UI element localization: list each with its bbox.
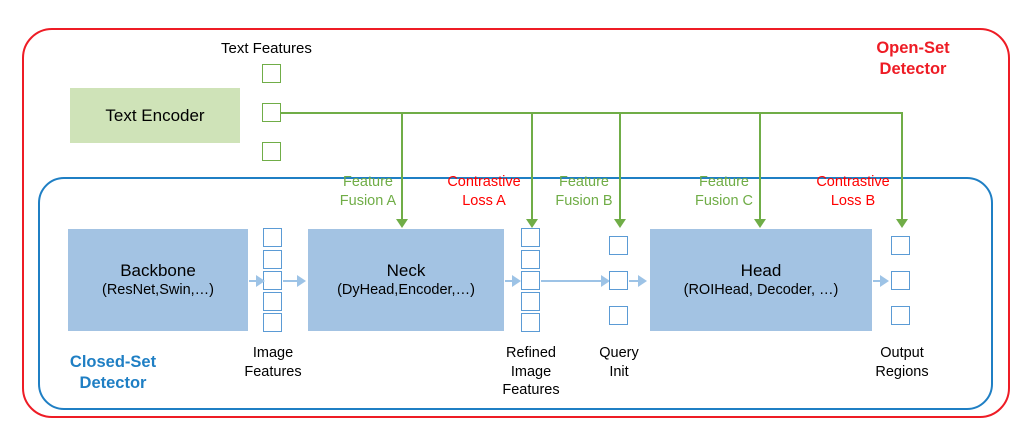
image-features-caption: Image Features xyxy=(233,344,313,381)
text-feature-square xyxy=(262,103,281,122)
neck-subtitle: (DyHead,Encoder,…) xyxy=(337,282,475,298)
image-feature-square xyxy=(263,250,282,269)
image-feature-square xyxy=(263,228,282,247)
text-features-caption: Text Features xyxy=(221,40,312,57)
query-init-square xyxy=(609,271,628,290)
neck-to-refined-arrow xyxy=(512,275,521,287)
query-init-square xyxy=(609,306,628,325)
image-features-caption-line2: Features xyxy=(244,363,302,380)
feature-fusion-b-label: Feature Fusion B xyxy=(549,173,619,211)
feature-fusion-c-arrow xyxy=(754,219,766,228)
closed-set-label-line2: Detector xyxy=(79,374,147,392)
image-feature-square xyxy=(263,292,282,311)
refined-image-features-caption-line3: Features xyxy=(502,382,560,398)
text-feature-square xyxy=(262,142,281,161)
head-block: Head (ROIHead, Decoder, …) xyxy=(650,229,872,331)
query-to-head-line xyxy=(629,279,643,283)
output-region-square xyxy=(891,236,910,255)
contrastive-loss-a-arrow xyxy=(526,219,538,228)
contrastive-loss-b-arrow xyxy=(896,219,908,228)
image-features-to-neck-line xyxy=(283,279,301,283)
image-features-to-neck-arrow xyxy=(297,275,306,287)
neck-block: Neck (DyHead,Encoder,…) xyxy=(308,229,504,331)
query-init-caption-line1: Query xyxy=(599,345,639,361)
contrastive-loss-b-line2: Loss B xyxy=(830,193,876,209)
head-to-output-arrow xyxy=(880,275,889,287)
feature-fusion-a-line2: Fusion A xyxy=(339,193,397,209)
refined-image-feature-square xyxy=(521,313,540,332)
refined-image-features-caption-line1: Refined xyxy=(506,345,556,361)
refined-to-query-arrow xyxy=(601,275,610,287)
contrastive-loss-a-label: Contrastive Loss A xyxy=(436,173,532,211)
open-set-label-line1: Open-Set xyxy=(876,39,950,57)
refined-image-features-caption-line2: Image xyxy=(510,363,552,380)
feature-fusion-c-line1: Feature xyxy=(699,174,749,190)
refined-image-feature-square xyxy=(521,271,540,290)
text-feature-bus-line xyxy=(281,111,903,114)
contrastive-loss-b-label: Contrastive Loss B xyxy=(805,173,901,211)
head-subtitle: (ROIHead, Decoder, …) xyxy=(683,282,839,298)
open-set-label-line2: Detector xyxy=(879,60,947,78)
feature-fusion-b-line1: Feature xyxy=(559,174,609,190)
refined-image-feature-square xyxy=(521,250,540,269)
backbone-to-image-features-arrow xyxy=(256,275,265,287)
image-feature-square xyxy=(263,271,282,290)
output-regions-caption: Output Regions xyxy=(862,344,942,381)
output-region-square xyxy=(891,306,910,325)
query-init-caption-line2: Init xyxy=(609,363,629,380)
refined-to-query-line xyxy=(541,279,607,283)
head-title: Head xyxy=(740,261,782,280)
text-feature-square xyxy=(262,64,281,83)
open-set-detector-frame xyxy=(22,28,1010,418)
contrastive-loss-a-line2: Loss A xyxy=(462,193,506,209)
contrastive-loss-b-line1: Contrastive xyxy=(816,174,890,190)
backbone-title: Backbone xyxy=(120,261,196,280)
backbone-to-image-features-line xyxy=(249,279,261,283)
output-regions-caption-line2: Regions xyxy=(875,363,929,380)
refined-image-feature-square xyxy=(521,292,540,311)
feature-fusion-b-line xyxy=(619,111,622,220)
closed-set-detector-frame xyxy=(38,177,993,410)
backbone-block: Backbone (ResNet,Swin,…) xyxy=(68,229,248,331)
feature-fusion-a-line xyxy=(401,111,404,220)
feature-fusion-a-label: Feature Fusion A xyxy=(333,173,403,211)
refined-image-features-caption: Refined Image Features xyxy=(491,344,571,400)
text-encoder-block: Text Encoder xyxy=(70,88,240,143)
text-encoder-title: Text Encoder xyxy=(105,106,205,125)
query-to-head-arrow xyxy=(638,275,647,287)
head-to-output-line xyxy=(873,279,885,283)
image-feature-square xyxy=(263,313,282,332)
feature-fusion-b-arrow xyxy=(614,219,626,228)
query-init-caption: Query Init xyxy=(588,344,650,381)
contrastive-loss-a-line xyxy=(531,111,534,220)
feature-fusion-c-label: Feature Fusion C xyxy=(689,173,759,211)
query-init-square xyxy=(609,236,628,255)
feature-fusion-b-line2: Fusion B xyxy=(555,193,613,209)
backbone-subtitle: (ResNet,Swin,…) xyxy=(102,282,214,298)
contrastive-loss-b-line xyxy=(901,111,904,220)
feature-fusion-a-arrow xyxy=(396,219,408,228)
neck-title: Neck xyxy=(386,261,426,280)
image-features-caption-line1: Image xyxy=(252,345,294,361)
closed-set-label-line1: Closed-Set xyxy=(69,353,157,371)
output-regions-caption-line1: Output xyxy=(880,345,924,361)
open-set-detector-label: Open-Set Detector xyxy=(853,38,973,80)
feature-fusion-a-line1: Feature xyxy=(343,174,393,190)
feature-fusion-c-line xyxy=(759,111,762,220)
output-region-square xyxy=(891,271,910,290)
refined-image-feature-square xyxy=(521,228,540,247)
feature-fusion-c-line2: Fusion C xyxy=(694,193,754,209)
contrastive-loss-a-line1: Contrastive xyxy=(447,174,521,190)
closed-set-detector-label: Closed-Set Detector xyxy=(48,352,178,394)
